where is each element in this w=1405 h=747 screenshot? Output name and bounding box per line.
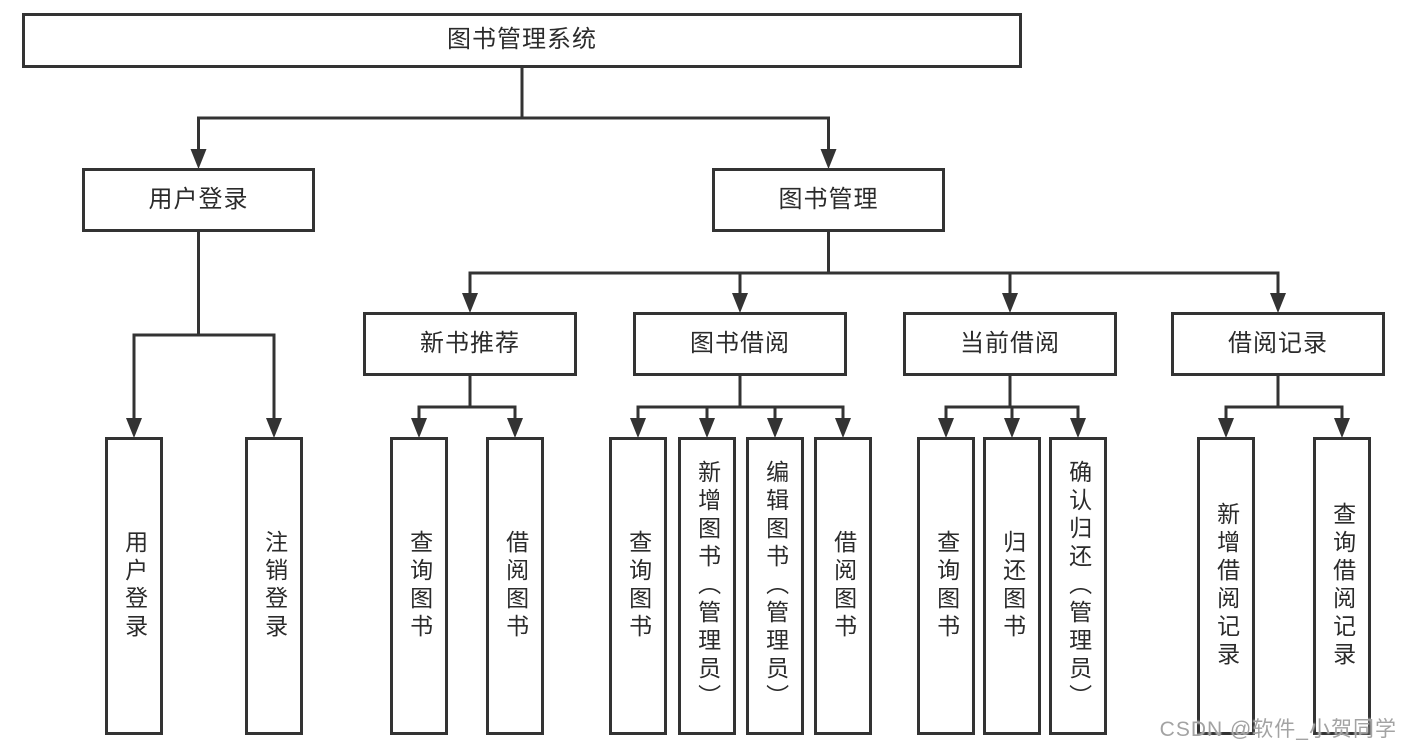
node-book-mgmt: 图书管理: [712, 168, 945, 232]
node-label-cb-confirm: 确认归还（管理员）: [1065, 460, 1092, 712]
arrowhead-icon: [767, 418, 783, 438]
arrowhead-icon: [462, 293, 478, 313]
node-br-add: 新增借阅记录: [1197, 437, 1255, 735]
arrowhead-icon: [820, 149, 837, 169]
node-label-logout: 注销登录: [261, 530, 288, 642]
node-label-bb-borrow: 借阅图书: [830, 530, 857, 642]
node-label-book-mgmt: 图书管理: [778, 185, 879, 213]
node-label-br-add: 新增借阅记录: [1213, 502, 1240, 670]
node-label-login: 用户登录: [121, 530, 148, 642]
arrowhead-icon: [938, 418, 954, 438]
node-rec-query: 查询图书: [390, 437, 448, 735]
watermark: CSDN @软件_小贺同学: [1159, 718, 1397, 741]
node-login: 用户登录: [105, 437, 163, 735]
arrowhead-icon: [266, 418, 282, 438]
node-label-cb-return: 归还图书: [999, 530, 1026, 642]
arrowhead-icon: [1002, 293, 1018, 313]
node-new-book-rec: 新书推荐: [363, 312, 577, 376]
node-user-login: 用户登录: [82, 168, 315, 232]
node-cb-confirm: 确认归还（管理员）: [1049, 437, 1107, 735]
arrowhead-icon: [835, 418, 851, 438]
arrowhead-icon: [126, 418, 142, 438]
node-bb-query: 查询图书: [609, 437, 667, 735]
node-br-query: 查询借阅记录: [1313, 437, 1371, 735]
arrowhead-icon: [1004, 418, 1020, 438]
arrowhead-icon: [1218, 418, 1234, 438]
node-label-user-login: 用户登录: [148, 185, 249, 213]
arrowhead-icon: [1070, 418, 1086, 438]
node-rec-borrow: 借阅图书: [486, 437, 544, 735]
node-bb-borrow: 借阅图书: [814, 437, 872, 735]
node-label-bb-query: 查询图书: [625, 530, 652, 642]
node-bb-add: 新增图书（管理员）: [678, 437, 736, 735]
arrowhead-icon: [732, 293, 748, 313]
node-label-rec-borrow: 借阅图书: [502, 530, 529, 642]
node-bb-edit: 编辑图书（管理员）: [746, 437, 804, 735]
node-root: 图书管理系统: [22, 13, 1022, 68]
node-current-borrow: 当前借阅: [903, 312, 1117, 376]
node-logout: 注销登录: [245, 437, 303, 735]
node-borrow-record: 借阅记录: [1171, 312, 1385, 376]
node-label-root: 图书管理系统: [447, 26, 597, 54]
arrowhead-icon: [699, 418, 715, 438]
arrowhead-icon: [411, 418, 427, 438]
node-label-cb-query: 查询图书: [933, 530, 960, 642]
node-label-rec-query: 查询图书: [406, 530, 433, 642]
node-cb-return: 归还图书: [983, 437, 1041, 735]
node-label-br-query: 查询借阅记录: [1329, 502, 1356, 670]
node-label-borrow-record: 借阅记录: [1228, 329, 1328, 357]
node-label-book-borrow: 图书借阅: [690, 329, 790, 357]
node-label-new-book-rec: 新书推荐: [420, 329, 520, 357]
arrowhead-icon: [190, 149, 207, 169]
arrowhead-icon: [507, 418, 523, 438]
node-label-bb-add: 新增图书（管理员）: [694, 460, 721, 712]
node-label-bb-edit: 编辑图书（管理员）: [762, 460, 789, 712]
node-book-borrow: 图书借阅: [633, 312, 847, 376]
arrowhead-icon: [1270, 293, 1286, 313]
arrowhead-icon: [1334, 418, 1350, 438]
arrowhead-icon: [630, 418, 646, 438]
node-cb-query: 查询图书: [917, 437, 975, 735]
node-label-current-borrow: 当前借阅: [960, 329, 1060, 357]
